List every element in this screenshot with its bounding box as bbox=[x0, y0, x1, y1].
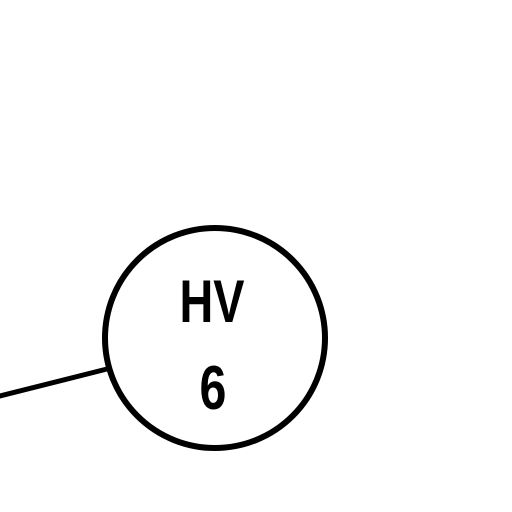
connection-line bbox=[0, 366, 110, 399]
instrument-function-code: HV bbox=[179, 268, 244, 335]
instrument-bubble[interactable]: HV 6 bbox=[102, 225, 328, 451]
instrument-loop-number: 6 bbox=[200, 353, 227, 422]
instrument-circle bbox=[102, 225, 328, 451]
